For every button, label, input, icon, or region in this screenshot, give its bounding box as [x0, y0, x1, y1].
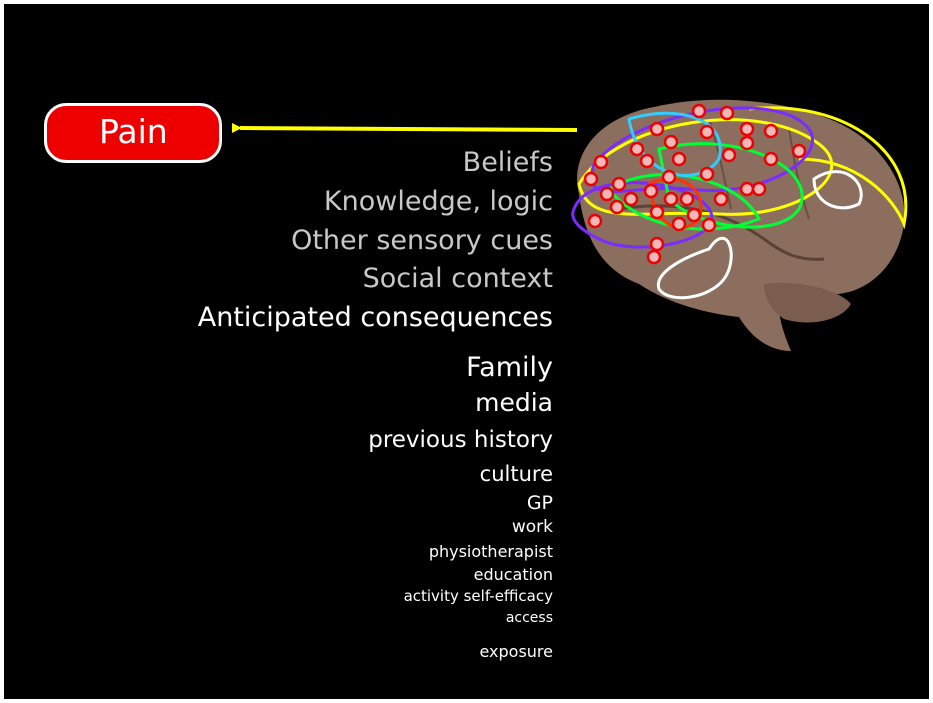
arrow-line — [231, 122, 578, 133]
factor-anticipated-consequences: Anticipated consequences — [197, 302, 553, 333]
influence-previous-history: previous history — [368, 427, 553, 453]
arrow — [231, 122, 578, 133]
factor-other-sensory-cues: Other sensory cues — [291, 225, 553, 256]
influence-exposure: exposure — [479, 642, 553, 661]
slide: Pain — [4, 4, 929, 699]
factor-knowledge-logic: Knowledge, logic — [323, 186, 553, 217]
influence-education: education — [473, 565, 553, 584]
pain-badge: Pain — [44, 103, 222, 163]
influence-family: Family — [466, 352, 553, 383]
factor-social-context: Social context — [362, 263, 553, 294]
factor-beliefs: Beliefs — [462, 147, 553, 178]
influence-gp: GP — [526, 492, 553, 514]
influence-physiotherapist: physiotherapist — [428, 542, 553, 561]
influence-access: access — [505, 610, 553, 626]
influence-culture: culture — [479, 462, 553, 486]
brain-cerebellum — [764, 282, 851, 323]
network-nodes — [583, 103, 807, 265]
influence-activity-self-efficacy: activity self-efficacy — [403, 587, 553, 605]
brain-image — [571, 99, 908, 351]
influence-media: media — [475, 388, 553, 417]
influence-work: work — [511, 517, 553, 537]
